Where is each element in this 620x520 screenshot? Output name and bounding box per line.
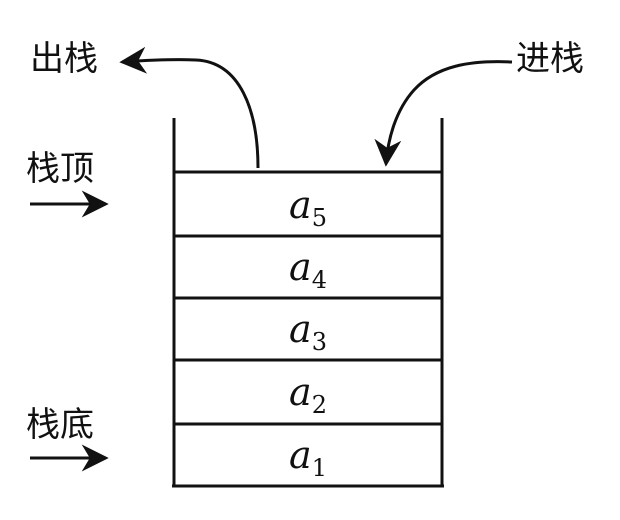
stack-element-4: a4 bbox=[174, 248, 442, 292]
element-base: a bbox=[289, 307, 312, 351]
element-base: a bbox=[289, 370, 312, 414]
stack-element-2: a2 bbox=[174, 373, 442, 417]
pop-arrow bbox=[119, 46, 260, 169]
element-subscript: 5 bbox=[311, 204, 327, 232]
element-subscript: 2 bbox=[311, 391, 327, 419]
element-subscript: 3 bbox=[311, 328, 327, 356]
element-subscript: 1 bbox=[311, 454, 327, 482]
pop-label: 出栈 bbox=[30, 39, 98, 79]
stack-top-label: 栈顶 bbox=[26, 149, 94, 189]
element-base: a bbox=[289, 245, 312, 289]
push-label: 进栈 bbox=[516, 39, 584, 79]
element-base: a bbox=[289, 183, 312, 227]
element-subscript: 4 bbox=[311, 266, 327, 294]
element-base: a bbox=[289, 433, 312, 477]
stack-element-3: a3 bbox=[174, 310, 442, 354]
stack-element-1: a1 bbox=[174, 436, 442, 480]
push-arrow bbox=[374, 60, 513, 167]
stack-bottom-label: 栈底 bbox=[26, 405, 94, 445]
stack-element-5: a5 bbox=[174, 186, 442, 230]
